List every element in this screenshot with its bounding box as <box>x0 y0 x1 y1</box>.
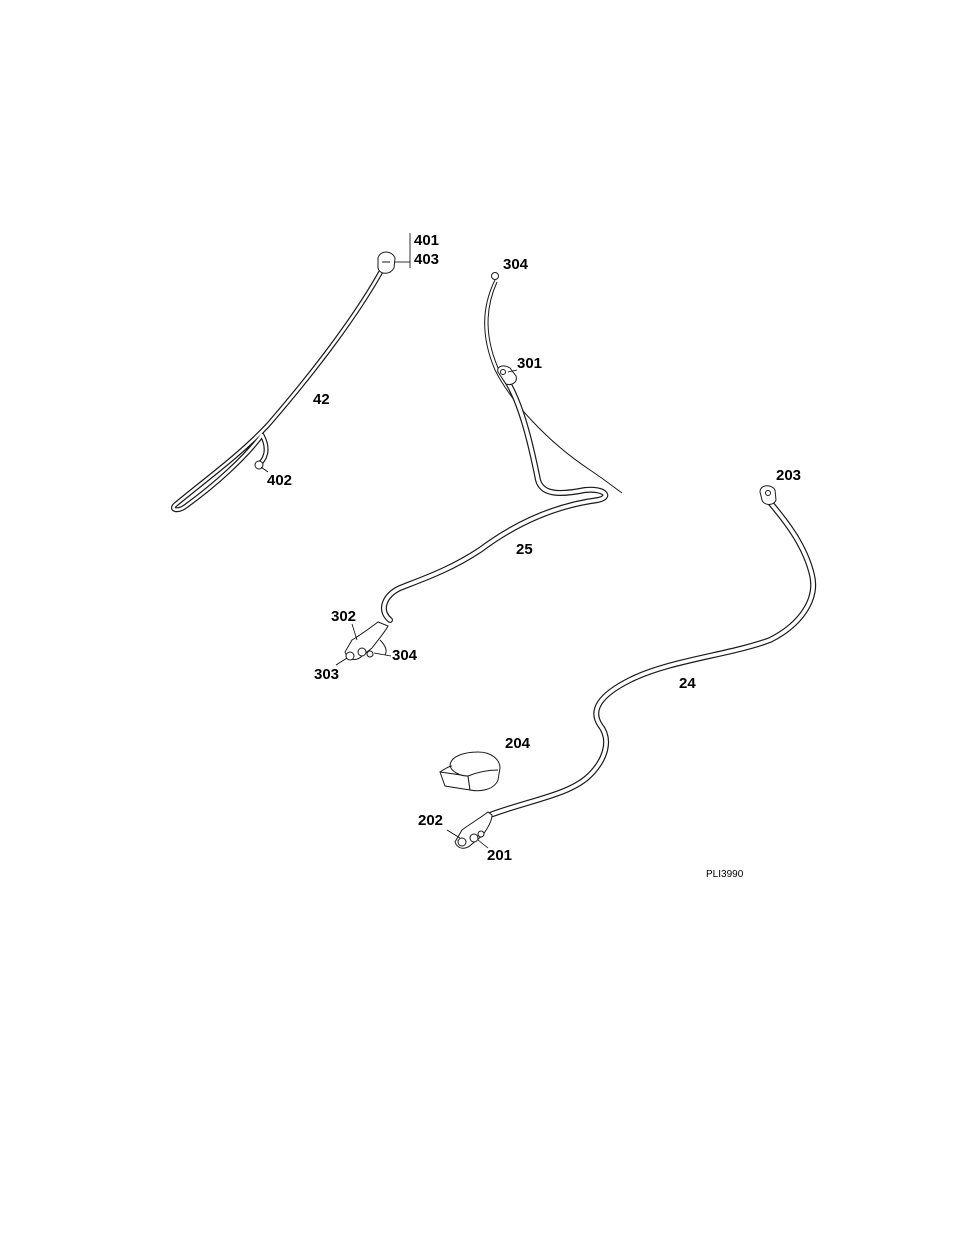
callout-204: 204 <box>505 735 531 752</box>
callout-303: 303 <box>314 666 339 683</box>
terminal-cover-204 <box>440 752 500 791</box>
callout-25: 25 <box>516 541 533 558</box>
callout-304-bottom: 304 <box>392 647 418 664</box>
callout-203: 203 <box>776 467 801 484</box>
figure-id: PLI3990 <box>706 869 744 880</box>
callout-401: 401 <box>414 232 439 249</box>
callout-304-top: 304 <box>503 256 529 273</box>
cable-24 <box>455 486 813 849</box>
cable-25 <box>345 273 622 661</box>
callout-302: 302 <box>331 608 356 625</box>
callout-403: 403 <box>414 251 439 268</box>
callout-402: 402 <box>267 472 292 489</box>
callout-42: 42 <box>313 391 330 408</box>
callout-202: 202 <box>418 812 443 829</box>
callout-201: 201 <box>487 847 512 864</box>
callout-301: 301 <box>517 355 542 372</box>
callout-24: 24 <box>679 675 696 692</box>
